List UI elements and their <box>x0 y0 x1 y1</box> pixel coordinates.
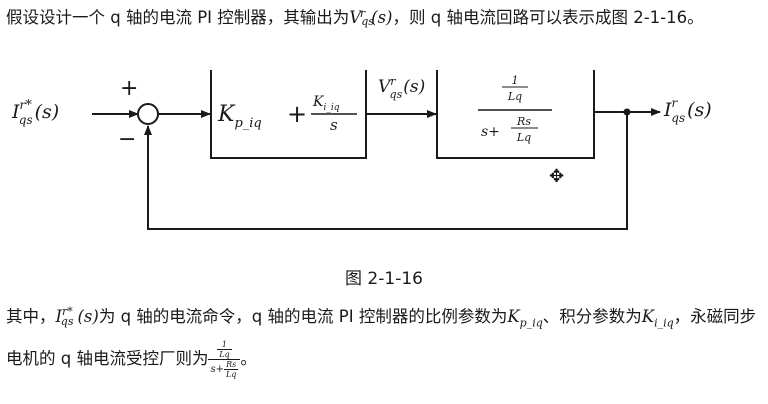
kp-symbol: Kp_iq <box>507 307 543 330</box>
pi-ki-numerator: Ki_iq <box>312 94 340 113</box>
intro-text-b: ，则 q 轴电流回路可以表示成图 2-1-16。 <box>392 8 704 27</box>
expl-text-a: 其中， <box>6 307 56 326</box>
tf-den-s: s+ <box>210 364 224 376</box>
ki-sub: i_iq <box>654 316 674 330</box>
tf-den-num: Rs <box>223 360 239 371</box>
paragraph-explanation: 其中，Ir*qs(s)为 q 轴的电流命令，q 轴的电流 PI 控制器的比例参数… <box>6 300 762 379</box>
plant-den-num: Rs <box>516 115 531 128</box>
plant-den-s: s+ <box>481 124 500 140</box>
expl-text-e: 。 <box>240 349 257 369</box>
figure-caption: 图 2-1-16 <box>345 269 423 289</box>
tf-num-num: 1 <box>217 340 232 351</box>
ki-base: K <box>641 307 655 326</box>
output-arg: (s) <box>371 8 393 27</box>
tf-den-den: Lq <box>225 370 237 380</box>
output-sub: qs <box>361 15 374 28</box>
cmd-sup: r <box>62 305 68 318</box>
expl-text-d: ，永磁同步电机的 q 轴电流受控厂则为 <box>6 307 757 369</box>
tf-num-den: Lq <box>219 350 230 360</box>
summing-junction <box>137 103 159 125</box>
cmd-sub: qs <box>60 315 74 328</box>
pi-plus-sign: + <box>287 100 307 128</box>
feedback-path <box>144 112 628 230</box>
output-var: V <box>349 8 362 27</box>
input-signal-label: Ir*qs(s) <box>11 98 59 127</box>
paragraph-intro: 假设设计一个 q 轴的电流 PI 控制器，其输出为Vqsr (s)，则 q 轴电流… <box>6 4 762 34</box>
plant-num-den: Lq <box>507 90 522 103</box>
output-sup: r <box>359 7 366 20</box>
expl-text-b: 为 q 轴的电流命令，q 轴的电流 PI 控制器的比例参数为 <box>98 307 508 326</box>
cmd-star: * <box>67 305 73 318</box>
kp-sub: p_iq <box>519 316 543 330</box>
output-voltage-symbol: Vqsr (s) <box>349 7 393 28</box>
mouse-cursor-icon: ✥ <box>549 166 564 187</box>
ki-symbol: Ki_iq <box>641 307 674 330</box>
expl-text-c: 、积分参数为 <box>542 307 642 326</box>
intro-text-a: 假设设计一个 q 轴的电流 PI 控制器，其输出为 <box>6 8 350 27</box>
sum-plus-sign: + <box>120 76 138 101</box>
cmd-base: I <box>55 307 63 326</box>
plant-block <box>436 70 595 159</box>
plant-num-num: 1 <box>512 74 519 87</box>
pi-denominator: s <box>330 116 338 134</box>
pi-kp-term: Kp_iq <box>217 102 262 131</box>
sum-minus-sign: − <box>118 127 136 152</box>
command-current-symbol: Ir*qs(s) <box>55 305 99 328</box>
kp-base: K <box>507 307 520 326</box>
cmd-arg: (s) <box>77 307 99 326</box>
plant-den-den: Lq <box>516 131 531 144</box>
